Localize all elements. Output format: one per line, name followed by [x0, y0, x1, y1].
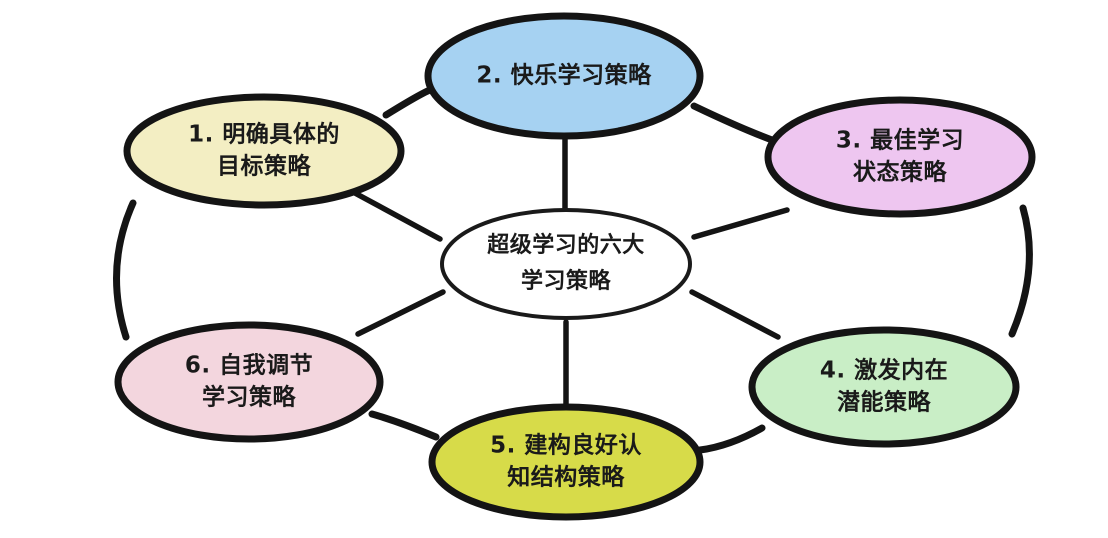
spoke-connector — [350, 189, 443, 242]
node-shape[interactable] — [764, 96, 1036, 218]
ring-connector — [690, 102, 776, 144]
node-shape[interactable] — [428, 403, 704, 521]
center-node-label-line: 学习策略 — [521, 268, 612, 294]
strategy-node-2[interactable]: 2. 快乐学习策略 — [424, 12, 704, 140]
center-node-shape[interactable] — [440, 208, 692, 320]
node-shape[interactable] — [424, 12, 704, 140]
node-label-line: 目标策略 — [217, 153, 312, 180]
center-node-label-line: 超级学习的六大 — [487, 232, 645, 258]
ring-connector — [696, 424, 766, 454]
spoke-connector-group — [350, 133, 790, 411]
node-label-line: 状态策略 — [853, 159, 948, 186]
node-shape[interactable] — [748, 326, 1020, 448]
ring-connector — [113, 199, 137, 341]
spoke-connector — [689, 289, 781, 340]
node-label-line: 6. 自我调节 — [185, 352, 313, 379]
node-label-line: 1. 明确具体的 — [188, 121, 340, 148]
spoke-connector — [691, 207, 790, 240]
ring-connector-group — [113, 86, 1033, 454]
node-label-line: 3. 最佳学习 — [836, 127, 964, 154]
node-label-line: 4. 激发内在 — [820, 357, 948, 384]
node-label-line: 知结构策略 — [507, 464, 625, 491]
node-shape[interactable] — [123, 93, 405, 209]
ring-connector — [382, 86, 434, 119]
spoke-connector — [355, 289, 446, 337]
node-label-line: 2. 快乐学习策略 — [476, 62, 652, 89]
node-label-line: 潜能策略 — [837, 389, 932, 416]
ring-connector — [1008, 204, 1033, 338]
ring-connector — [368, 410, 440, 441]
node-label-line: 学习策略 — [202, 384, 297, 411]
node-shape[interactable] — [114, 321, 384, 443]
node-label-line: 5. 建构良好认 — [490, 432, 642, 459]
